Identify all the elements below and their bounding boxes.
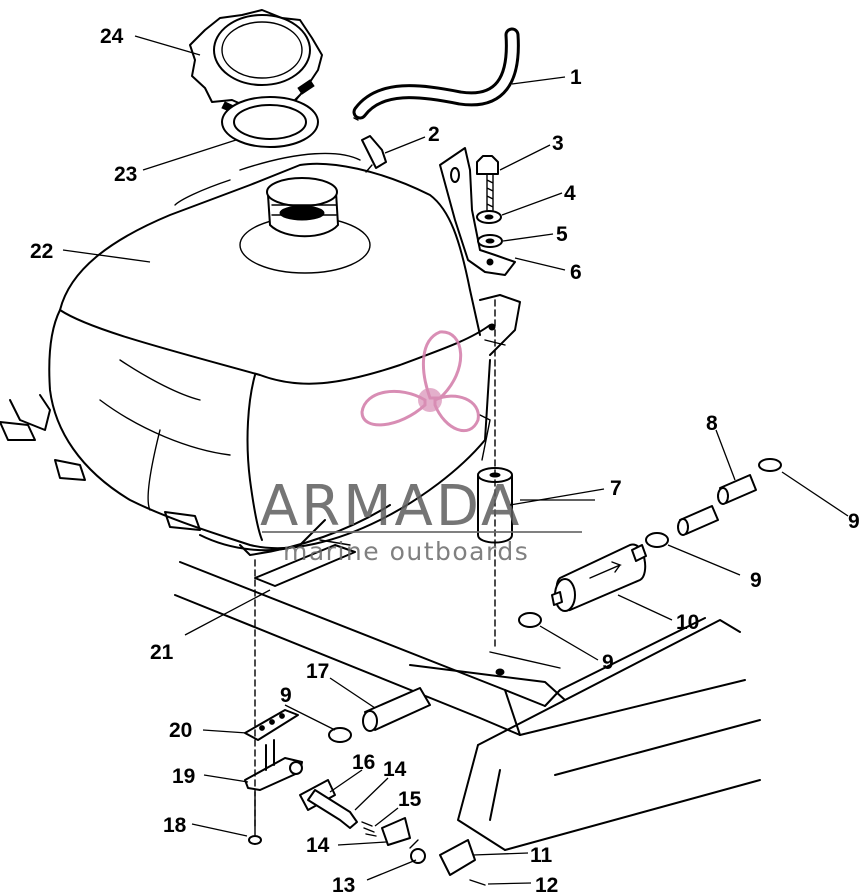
callout-8: 8 (706, 412, 718, 435)
mounting-bracket (439, 147, 516, 331)
bolt-and-washers (476, 155, 503, 248)
callout-3: 3 (552, 132, 564, 155)
callout-19: 19 (172, 765, 195, 788)
spacer-tube (477, 467, 513, 544)
pad (254, 544, 356, 587)
vent-hose (352, 27, 520, 173)
watermark-tagline: marine outboards (283, 537, 529, 566)
callout-23: 23 (114, 163, 137, 186)
callout-21: 21 (150, 641, 174, 664)
callout-24: 24 (100, 25, 124, 48)
callout-13: 13 (332, 874, 355, 895)
fuel-cap (189, 9, 323, 148)
callout-10: 10 (676, 611, 699, 634)
fuel-filter-assembly (328, 458, 782, 743)
callout-5: 5 (556, 223, 568, 246)
propeller-icon (360, 330, 480, 433)
callout-1: 1 (570, 66, 582, 89)
callout-7: 7 (610, 477, 622, 500)
callout-6: 6 (570, 261, 582, 284)
watermark-brand: ARMADA (260, 474, 522, 539)
callout-17: 17 (306, 660, 329, 683)
callout-14b: 14 (306, 834, 330, 857)
callout-15: 15 (398, 788, 422, 811)
callout-18: 18 (163, 814, 187, 837)
callout-14a: 14 (383, 758, 407, 781)
callout-16: 16 (352, 751, 375, 774)
petcock-assembly (244, 709, 486, 886)
callout-9d: 9 (280, 684, 292, 707)
callout-labels: 1 2 3 4 5 6 7 8 9 9 9 9 10 11 12 13 14 1… (30, 25, 860, 895)
callout-4: 4 (564, 182, 576, 205)
armada-watermark: ARMADA marine outboards (260, 330, 582, 566)
callout-12: 12 (535, 874, 558, 895)
callout-22: 22 (30, 240, 53, 263)
frame-rails (174, 561, 761, 851)
callout-2: 2 (428, 123, 440, 146)
guide-lines (254, 299, 496, 831)
leader-lines (62, 35, 849, 885)
callout-9c: 9 (602, 651, 614, 674)
callout-9b: 9 (750, 569, 762, 592)
callout-20: 20 (169, 719, 192, 742)
callout-11: 11 (530, 844, 553, 867)
callout-9a: 9 (848, 510, 860, 533)
fuel-tank (0, 152, 521, 556)
fuel-line-17 (362, 687, 431, 732)
